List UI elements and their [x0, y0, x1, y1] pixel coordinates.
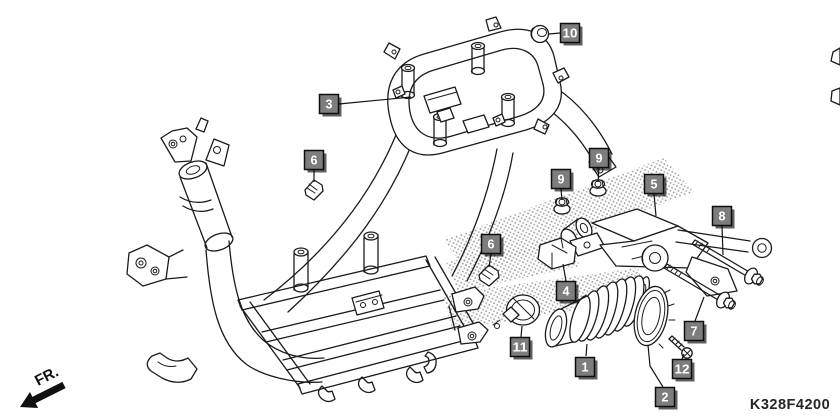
- part-screw-12: [668, 335, 693, 359]
- callout-number: 6: [311, 154, 318, 168]
- callout-number: 3: [326, 98, 333, 112]
- callout-11[interactable]: 11: [509, 325, 533, 360]
- callout-box[interactable]: [509, 336, 531, 358]
- callout-9[interactable]: 9: [550, 168, 574, 201]
- fr-arrow-icon: [20, 381, 66, 408]
- callout-leader-line: [585, 343, 588, 357]
- callout-box[interactable]: [480, 233, 502, 255]
- callout-box[interactable]: [588, 147, 610, 169]
- callout-leader-line: [681, 353, 685, 360]
- callout-number: 5: [651, 178, 658, 192]
- callout-box[interactable]: [318, 93, 340, 115]
- part-bolt-8: [691, 239, 764, 286]
- callout-leader-line: [653, 193, 657, 217]
- callout-number: 11: [513, 341, 528, 355]
- callout-12[interactable]: 12: [671, 353, 695, 382]
- callout-number: 4: [563, 285, 570, 299]
- callout-number: 2: [662, 391, 669, 405]
- callout-leader-line: [694, 296, 705, 322]
- callout-box[interactable]: [555, 280, 577, 302]
- frame-body-drawing: [126, 16, 840, 403]
- callout-box[interactable]: [550, 168, 572, 190]
- callout-box[interactable]: [559, 22, 581, 44]
- callout-5[interactable]: 5: [643, 173, 667, 217]
- callout-number: 10: [563, 27, 578, 41]
- callout-6[interactable]: 6: [303, 149, 327, 183]
- callout-box[interactable]: [654, 386, 676, 408]
- callout-number: 12: [675, 363, 690, 377]
- part-mount-rubber-4: [537, 237, 577, 270]
- callout-1[interactable]: 1: [574, 343, 598, 380]
- part-grommet-10: [530, 24, 550, 44]
- part-rubber-6-upper: [304, 179, 324, 201]
- callout-number: 9: [558, 173, 565, 187]
- callout-number: 1: [582, 361, 589, 375]
- callout-box[interactable]: [574, 356, 596, 378]
- part-nut-9a: [553, 197, 571, 215]
- part-nut-9b: [589, 179, 607, 197]
- part-ring-2: [633, 285, 676, 349]
- callout-6[interactable]: 6: [480, 233, 504, 268]
- callout-box[interactable]: [683, 320, 705, 342]
- callout-box[interactable]: [643, 173, 665, 195]
- part-engine-hanger-5: [560, 208, 773, 297]
- callout-9[interactable]: 9: [588, 147, 612, 183]
- callout-number: 8: [719, 210, 726, 224]
- callout-number: 7: [691, 325, 698, 339]
- fr-direction-indicator: FR.: [20, 363, 66, 408]
- callout-leader-line: [562, 263, 567, 282]
- part-bolt-7: [663, 263, 736, 310]
- callout-leader-line: [647, 344, 664, 388]
- callout-box[interactable]: [303, 149, 325, 171]
- part-clamp-11: [492, 294, 541, 329]
- diagram-code: K328F4200: [750, 397, 830, 413]
- callout-leader-line: [338, 96, 412, 105]
- callout-leader-line: [548, 32, 561, 35]
- callout-3[interactable]: 3: [318, 93, 412, 117]
- callout-8[interactable]: 8: [711, 205, 735, 256]
- callout-number: 6: [488, 238, 495, 252]
- callout-number: 9: [596, 152, 603, 166]
- callout-leader-line: [520, 325, 523, 338]
- callout-box[interactable]: [671, 358, 693, 380]
- callout-box[interactable]: [711, 205, 733, 227]
- callout-7[interactable]: 7: [683, 296, 707, 344]
- callout-4[interactable]: 4: [555, 263, 579, 304]
- callout-2[interactable]: 2: [647, 344, 678, 410]
- callout-10[interactable]: 10: [548, 22, 583, 46]
- callout-leader-line: [721, 225, 724, 256]
